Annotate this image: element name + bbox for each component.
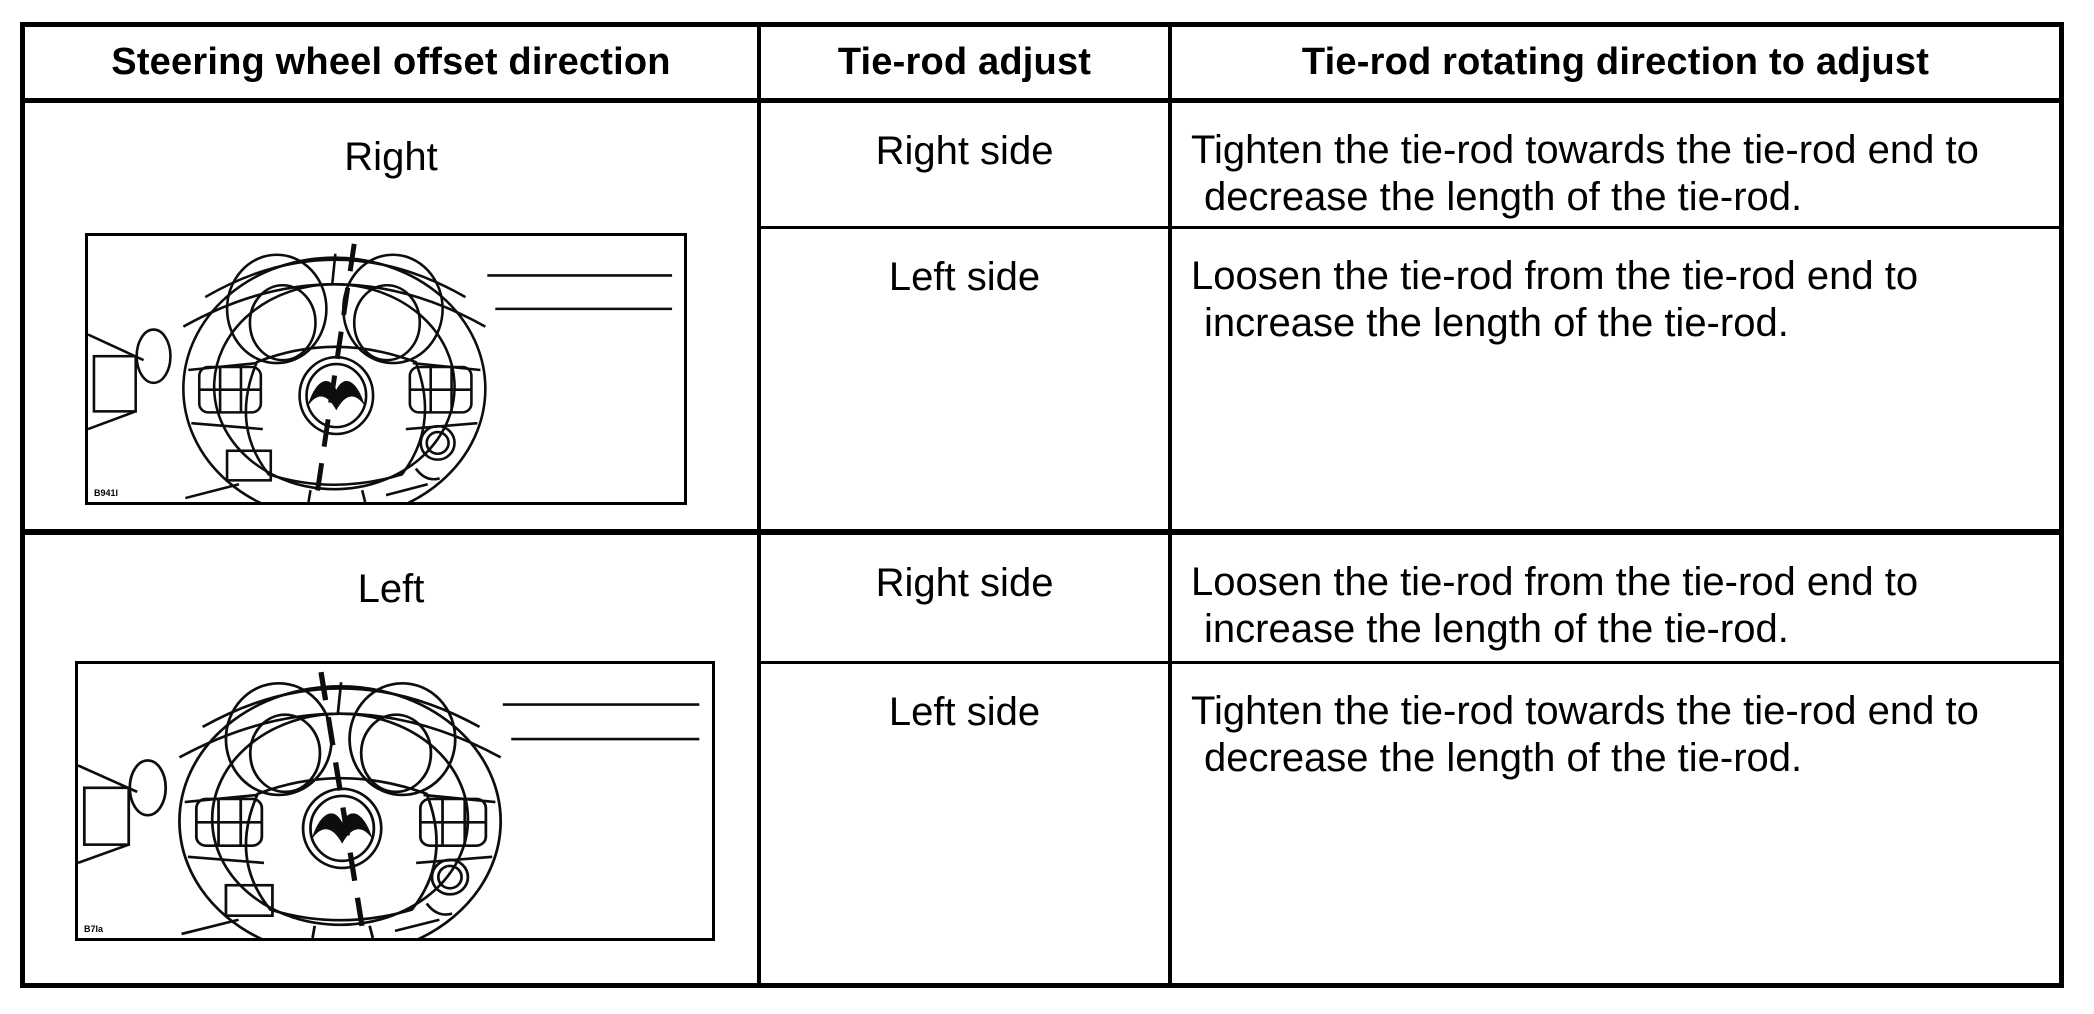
offset-direction-label: Left	[357, 567, 425, 611]
steering-wheel-figure-left: B7la	[75, 661, 715, 941]
steering-wheel-offset-left-illustration	[78, 671, 712, 938]
tie-rod-action-cell: Tighten the tie-rod towards the tie-rod …	[1168, 664, 2059, 983]
header-steering-wheel-offset-direction: Steering wheel offset direction	[25, 27, 757, 103]
figure-code: B7la	[84, 924, 104, 934]
steering-wheel-figure-right: B941l	[85, 233, 687, 505]
tie-rod-action-cell: Loosen the tie-rod from the tie-rod end …	[1168, 535, 2059, 664]
offset-direction-label: Right	[344, 135, 438, 179]
offset-direction-cell-right: Right B941l	[25, 103, 757, 535]
tie-rod-side-cell: Right side	[757, 103, 1168, 229]
figure-code: B941l	[94, 488, 119, 498]
tie-rod-action-cell: Loosen the tie-rod from the tie-rod end …	[1168, 229, 2059, 535]
tie-rod-side-cell: Left side	[757, 664, 1168, 983]
tie-rod-side-cell: Right side	[757, 535, 1168, 664]
tie-rod-side-cell: Left side	[757, 229, 1168, 535]
offset-direction-cell-left: Left B7la	[25, 535, 757, 983]
header-tie-rod-rotating-direction: Tie-rod rotating direction to adjust	[1168, 27, 2059, 103]
tie-rod-adjustment-table: Steering wheel offset direction Tie-rod …	[20, 22, 2064, 988]
steering-wheel-offset-right-illustration	[88, 243, 684, 502]
header-tie-rod-adjust: Tie-rod adjust	[757, 27, 1168, 103]
tie-rod-action-cell: Tighten the tie-rod towards the tie-rod …	[1168, 103, 2059, 229]
